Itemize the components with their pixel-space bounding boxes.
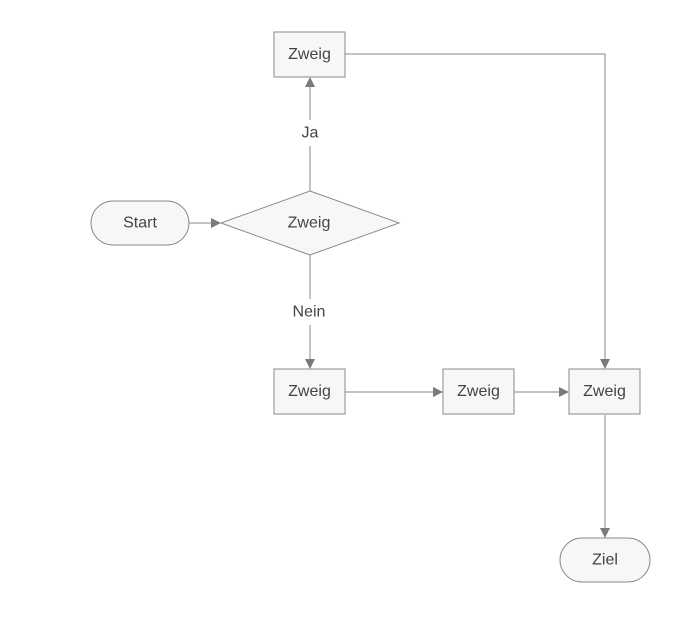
- start-node-label: Start: [123, 215, 157, 232]
- arrowhead-right-branch-left: [559, 387, 569, 397]
- arrowhead-decision-left: [211, 218, 221, 228]
- end-node[interactable]: Ziel: [559, 537, 651, 583]
- right-branch-node-label: Zweig: [583, 383, 626, 400]
- arrowhead-bottom-branch: [305, 359, 315, 369]
- nodes: Start Zweig Zweig Zweig Zweig: [90, 31, 651, 583]
- decision-node[interactable]: Zweig: [219, 190, 401, 256]
- middle-branch-node-label: Zweig: [457, 383, 500, 400]
- edge-labels: Ja Nein: [286, 120, 334, 325]
- bottom-branch-node[interactable]: Zweig: [273, 368, 346, 415]
- arrowhead-right-branch-top: [600, 359, 610, 369]
- arrowhead-middle-branch: [433, 387, 443, 397]
- arrowhead-top-branch: [305, 77, 315, 87]
- edges: [189, 53, 610, 538]
- edge-top-branch-to-right-branch: [345, 53, 606, 362]
- end-node-label: Ziel: [592, 552, 618, 569]
- start-node[interactable]: Start: [90, 200, 190, 246]
- right-branch-node[interactable]: Zweig: [568, 368, 641, 415]
- top-branch-node[interactable]: Zweig: [273, 31, 346, 78]
- top-branch-node-label: Zweig: [288, 46, 331, 63]
- edge-label-no: Nein: [293, 304, 326, 321]
- arrowhead-end: [600, 528, 610, 538]
- edge-label-yes: Ja: [302, 125, 319, 142]
- bottom-branch-node-label: Zweig: [288, 383, 331, 400]
- decision-node-label: Zweig: [288, 215, 331, 232]
- middle-branch-node[interactable]: Zweig: [442, 368, 515, 415]
